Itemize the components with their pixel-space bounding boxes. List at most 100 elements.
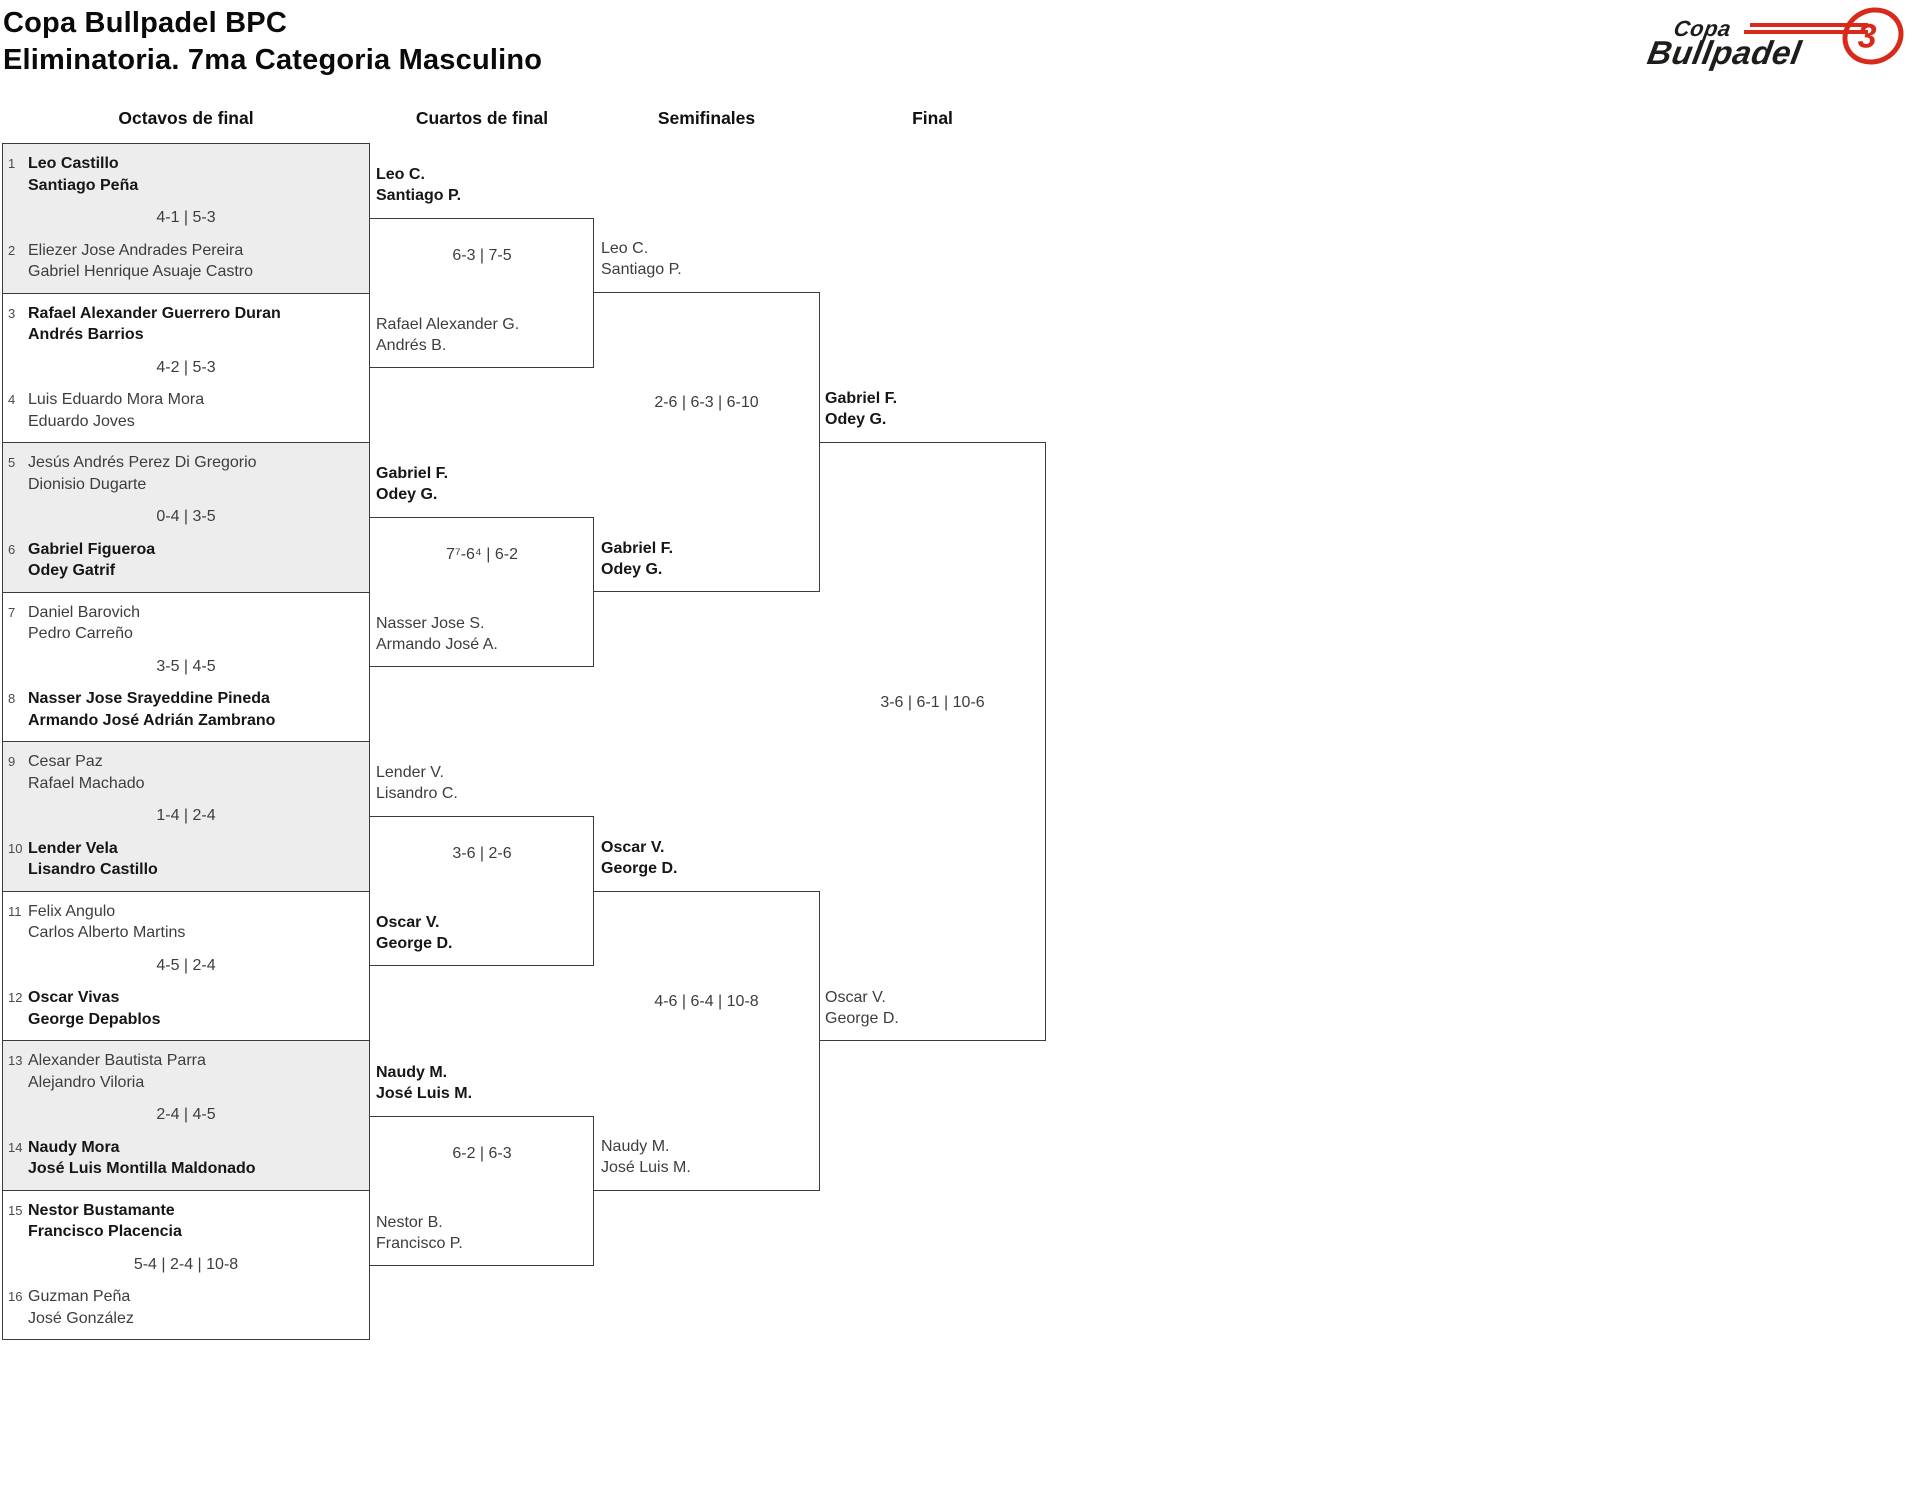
match-score: 5-4 | 2-4 | 10-8 <box>133 1255 239 1273</box>
seed-number: 12 <box>8 990 23 1005</box>
bullpadel-ball-icon: 3 <box>1833 0 1913 75</box>
bracket-connector-qf1 <box>370 218 594 368</box>
seed-number: 15 <box>8 1202 23 1218</box>
seed-number: 10 <box>8 840 23 856</box>
bracket-connector-qf2 <box>370 517 594 667</box>
page-title: Copa Bullpadel BPC Eliminatoria. 7ma Cat… <box>3 5 542 79</box>
logo-speed-line <box>1744 30 1868 34</box>
sf2-score: 4-6 | 6-4 | 10-8 <box>654 993 759 1010</box>
seed-number: 16 <box>8 1289 23 1304</box>
seed-number: 7 <box>8 604 16 620</box>
seed-number: 6 <box>8 541 16 557</box>
match-score: 1-4 | 2-4 <box>156 807 216 825</box>
seed-number: 5 <box>8 455 16 470</box>
seed-number: 8 <box>8 691 16 706</box>
qf3-score: 3-6 | 2-6 <box>452 845 512 862</box>
qf4-score: 6-2 | 6-3 <box>452 1145 512 1162</box>
qf2-team-top: Gabriel F.Odey G. <box>376 465 449 503</box>
logo-speed-line <box>1750 23 1868 27</box>
seed-number: 13 <box>8 1053 23 1068</box>
seed-number: 1 <box>8 156 16 171</box>
seed-number: 3 <box>8 305 16 321</box>
qf3-team-top: Lender V.Lisandro C. <box>376 764 458 802</box>
copa-bullpadel-logo: Copa Bullpadel 3 <box>1644 0 1913 75</box>
bracket-connector-final <box>819 442 1046 1041</box>
qf4-team-top: Naudy M.José Luis M. <box>376 1064 473 1102</box>
qf4-team-bottom: Nestor B.Francisco P. <box>376 1214 463 1252</box>
qf2-score: 7⁷-6⁴ | 6-2 <box>446 546 518 563</box>
match-score: 2-4 | 4-5 <box>156 1106 216 1124</box>
seed-number: 2 <box>8 242 16 258</box>
page-title-line2: Eliminatoria. 7ma Categoria Masculino <box>3 44 543 76</box>
round-header-semifinales: Semifinales <box>657 108 756 128</box>
qf1-team-top: Leo C.Santiago P. <box>376 166 462 204</box>
round-header-final: Final <box>912 108 953 128</box>
qf1-team-bottom: Rafael Alexander G.Andrés B. <box>376 316 520 354</box>
match-score: 0-4 | 3-5 <box>156 508 216 526</box>
qf2-team-bottom: Nasser Jose S.Armando José A. <box>376 615 498 653</box>
final-team-top: Gabriel F.Odey G. <box>825 390 898 428</box>
seed-number: 9 <box>8 754 16 769</box>
final-team-bottom: Oscar V.George D. <box>825 989 899 1027</box>
seed-number: 4 <box>8 392 16 407</box>
sf1-team-bottom: Gabriel F.Odey G. <box>601 540 674 578</box>
seed-number: 14 <box>8 1139 23 1155</box>
bracket-connector-qf4 <box>370 1116 594 1266</box>
bracket-connector-sf2 <box>593 891 820 1191</box>
page-title-line1: Copa Bullpadel BPC <box>3 7 287 39</box>
round-header-octavos: Octavos de final <box>118 108 254 128</box>
match-score: 3-5 | 4-5 <box>156 657 216 675</box>
sf1-score: 2-6 | 6-3 | 6-10 <box>654 394 759 411</box>
qf1-score: 6-3 | 7-5 <box>452 247 512 264</box>
match-score: 4-2 | 5-3 <box>156 358 216 376</box>
logo-bullpadel-text: Bullpadel <box>1644 34 1805 71</box>
seed-number: 11 <box>8 903 22 919</box>
match-score: 4-1 | 5-3 <box>156 209 216 227</box>
final-score: 3-6 | 6-1 | 10-6 <box>880 694 985 711</box>
round-header-cuartos: Cuartos de final <box>415 108 549 128</box>
qf3-team-bottom: Oscar V.George D. <box>376 914 453 952</box>
match-score: 4-5 | 2-4 <box>156 956 216 974</box>
sf2-team-bottom: Naudy M.José Luis M. <box>601 1138 691 1176</box>
sf1-team-top: Leo C.Santiago P. <box>601 240 682 278</box>
